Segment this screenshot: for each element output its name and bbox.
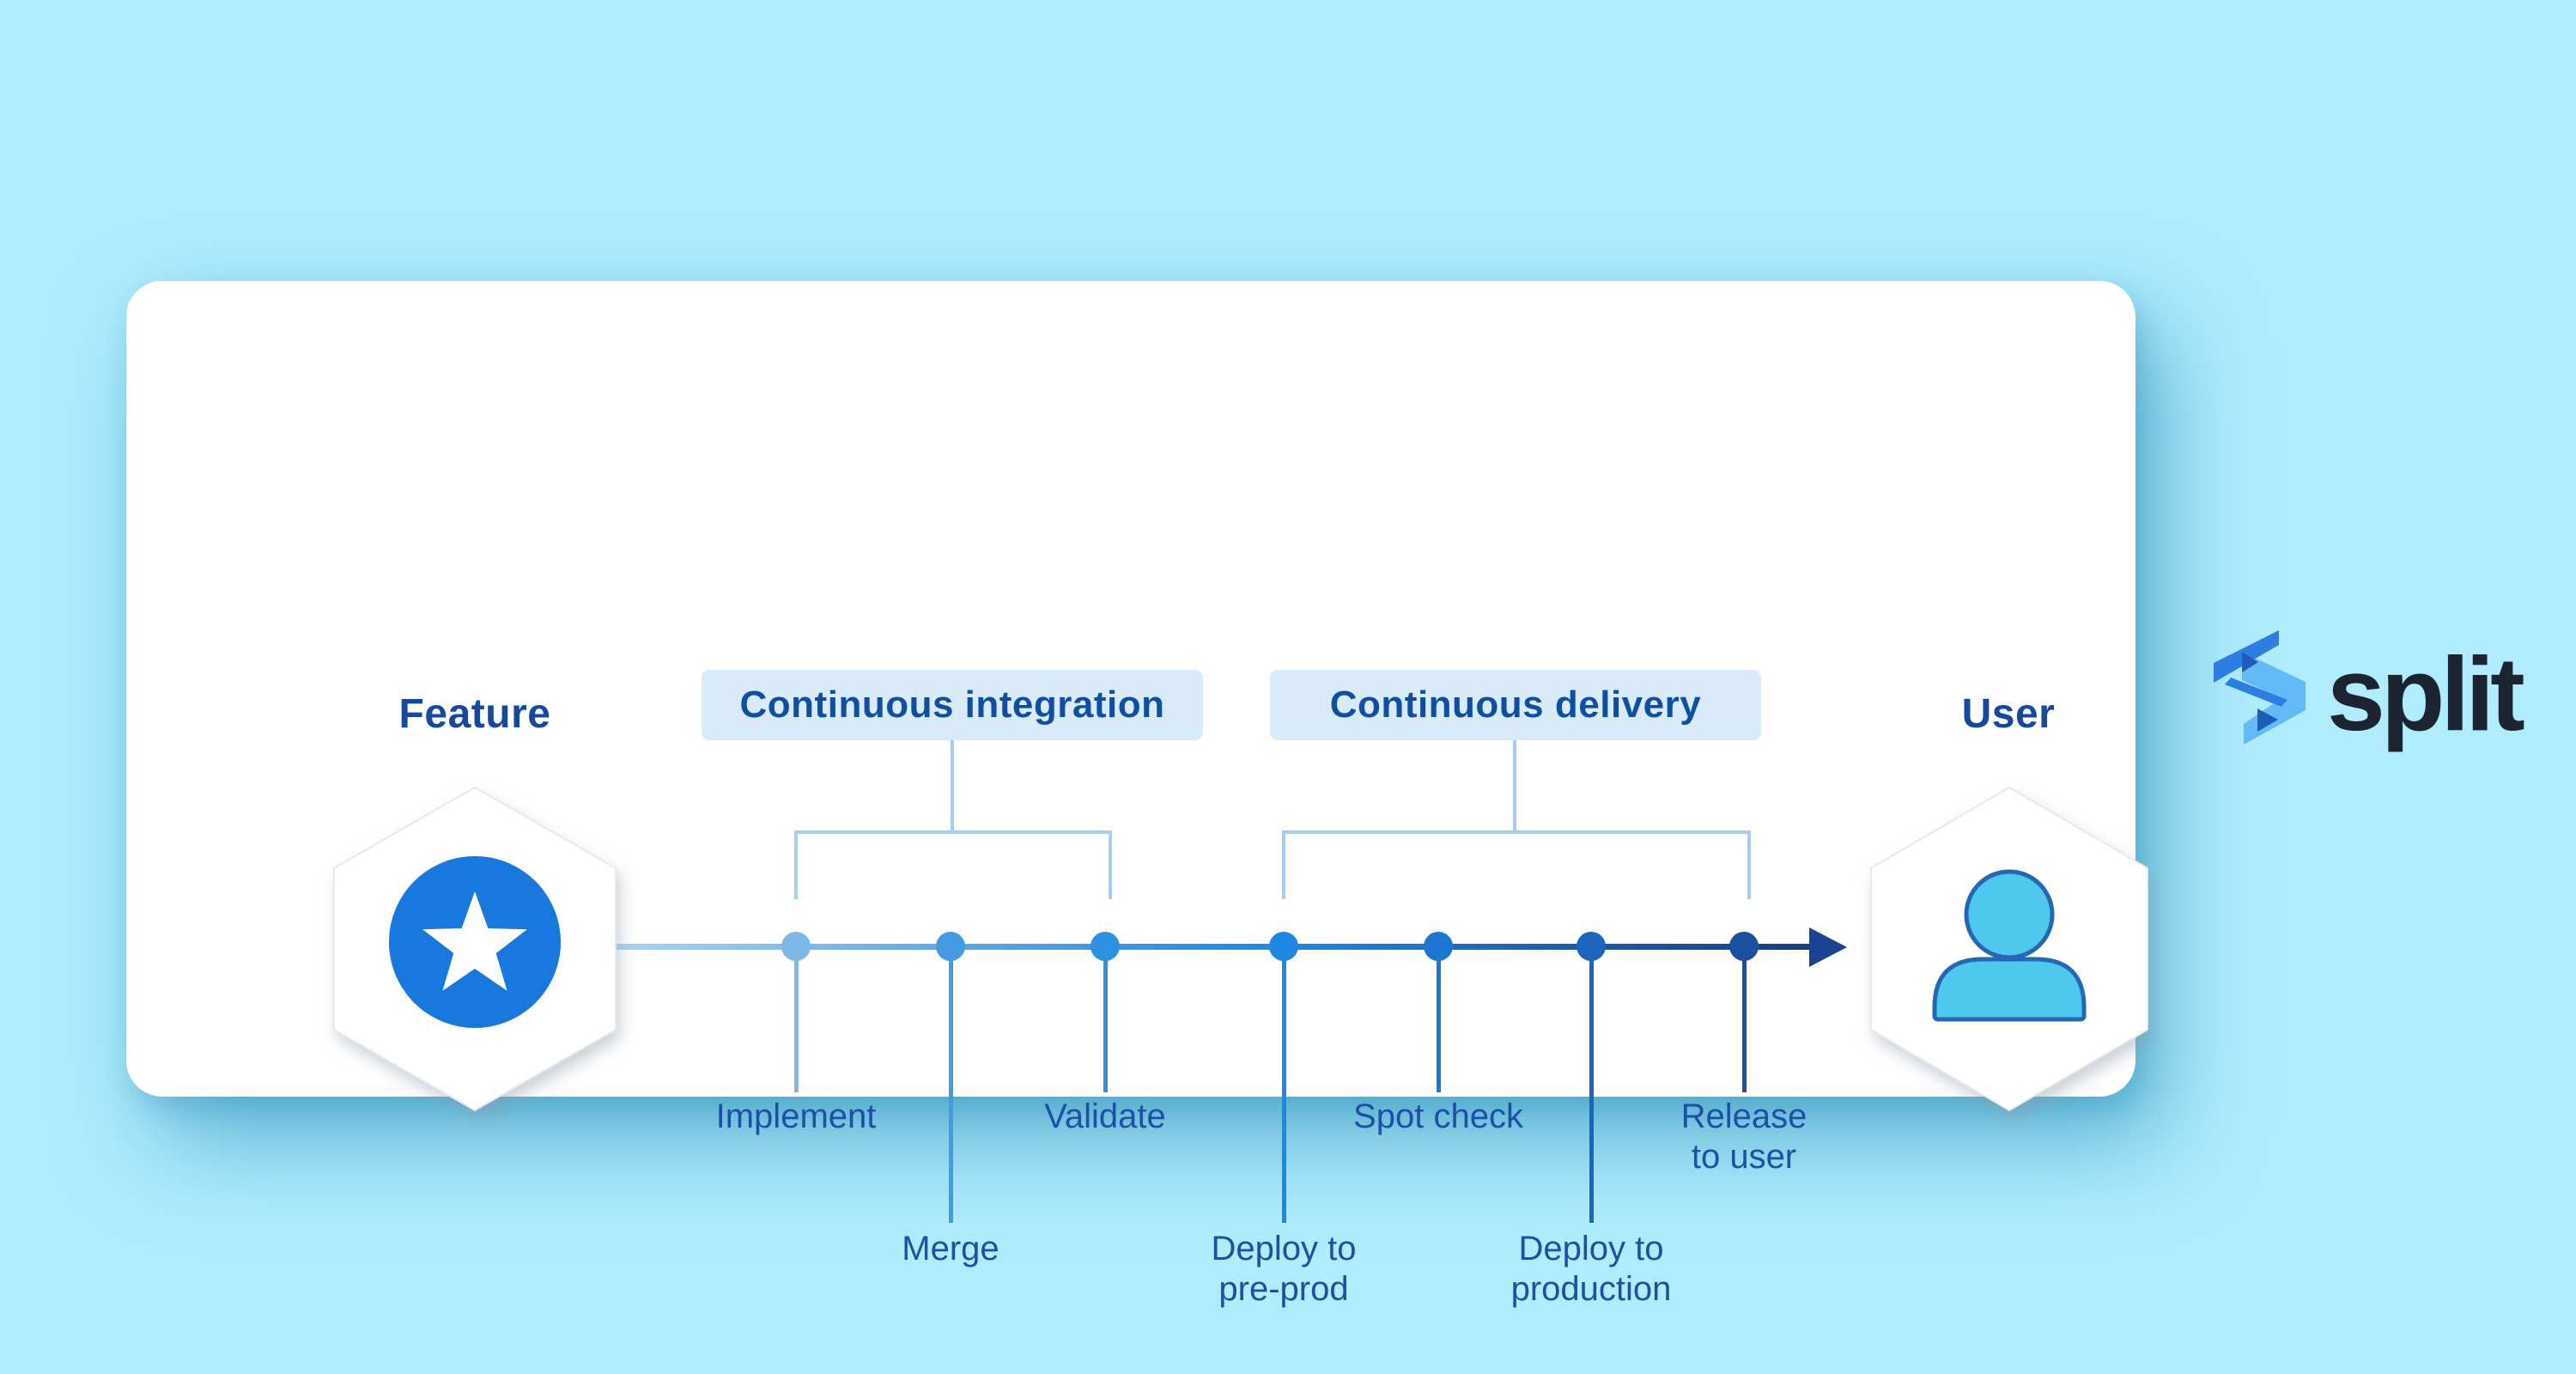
user-hexagon xyxy=(1870,786,2148,1112)
person-icon-head xyxy=(1964,869,2055,960)
step-label: Deploy to production xyxy=(1510,1230,1672,1308)
split-logo-icon xyxy=(2214,630,2306,745)
step-connector-line xyxy=(949,946,953,1223)
cd-badge-stem-line xyxy=(1513,740,1516,830)
timeline-line xyxy=(616,944,1816,950)
step-connector-line xyxy=(1437,946,1441,1092)
ci-bracket xyxy=(794,830,1112,899)
ci-badge-stem-line xyxy=(951,740,954,830)
feature-hexagon xyxy=(333,786,617,1112)
pipeline-card: Feature User Continuous integration Cont… xyxy=(126,281,2148,1308)
step-label: Deploy to pre-prod xyxy=(1211,1230,1357,1308)
step-label: Release to user xyxy=(1680,1097,1807,1176)
step-label: Merge xyxy=(902,1230,999,1268)
continuous-integration-badge: Continuous integration xyxy=(702,670,1203,740)
step-connector-line xyxy=(1742,946,1747,1092)
feature-heading: Feature xyxy=(398,691,551,737)
step-connector-line xyxy=(1103,946,1108,1092)
person-icon-body xyxy=(1932,957,2087,1022)
step-label: Validate xyxy=(1044,1097,1166,1135)
timeline-arrowhead-icon xyxy=(1809,927,1847,967)
step-label: Implement xyxy=(715,1097,877,1135)
step-connector-line xyxy=(1282,946,1286,1223)
cd-bracket xyxy=(1282,830,1751,899)
user-heading: User xyxy=(1961,691,2056,737)
split-wordmark: split xyxy=(2327,635,2525,752)
step-connector-line xyxy=(794,946,799,1092)
step-label: Spot check xyxy=(1353,1097,1523,1135)
continuous-delivery-badge: Continuous delivery xyxy=(1270,670,1761,740)
star-icon xyxy=(422,891,527,991)
step-connector-line xyxy=(1589,946,1594,1223)
